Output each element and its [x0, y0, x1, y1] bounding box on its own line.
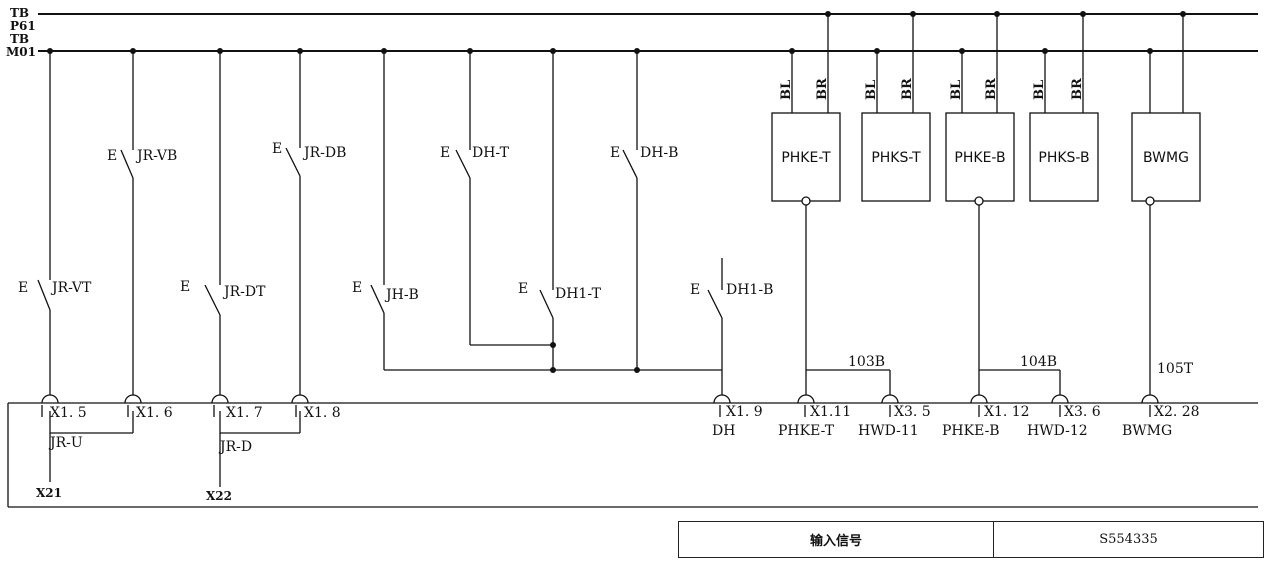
group-label-jr-d: JR-D	[218, 439, 252, 455]
branch-dh1-t	[539, 51, 556, 373]
pin-bl-phke-t: BL	[779, 80, 794, 100]
module-bwmg	[1131, 14, 1201, 395]
terminal-x1-8: X1. 8	[304, 405, 341, 421]
signal-bwmg: BWMG	[1122, 423, 1172, 439]
wire-label-103b: 103B	[848, 354, 885, 370]
module-phks-b	[1029, 14, 1099, 202]
module-phke-t	[771, 14, 841, 395]
bus-label-p61: P61	[10, 19, 36, 33]
switch-e-dh1-t: E	[518, 281, 528, 297]
loop-104b	[979, 369, 1061, 395]
loop-103b	[806, 369, 891, 395]
terminal-x2-28: X2. 28	[1154, 404, 1200, 420]
module-name-bwmg: BWMG	[1143, 150, 1189, 166]
group-label-jr-u: JR-U	[48, 435, 83, 451]
module-name-phke-t: PHKE-T	[781, 150, 831, 166]
branch-jh-b	[370, 51, 722, 371]
signal-hwd-11: HWD-11	[858, 423, 919, 439]
signal-phke-b: PHKE-B	[942, 423, 1000, 439]
switch-e-dh-t: E	[440, 145, 450, 161]
branch-jr-vb	[120, 51, 134, 395]
pin-bl-phks-t: BL	[864, 80, 879, 100]
terminal-arcs	[41, 394, 1159, 404]
module-name-phke-b: PHKE-B	[954, 150, 1005, 166]
module-name-phks-t: PHKS-T	[871, 150, 921, 166]
terminal-x1-5: X1. 5	[50, 405, 87, 421]
pin-br-phke-t: BR	[815, 78, 830, 100]
pin-br-phks-t: BR	[900, 78, 915, 100]
branch-dh-b	[622, 51, 640, 373]
connector-x22: X22	[206, 489, 232, 503]
terminal-x1-11: X1.11	[810, 404, 851, 420]
terminal-x3-6: X3. 6	[1064, 404, 1101, 420]
bus-label-tb1: TB	[10, 6, 29, 20]
switch-label-jr-db: JR-DB	[302, 145, 346, 161]
switch-e-jr-vt: E	[18, 280, 28, 296]
switch-label-dh-b: DH-B	[640, 145, 678, 161]
terminal-ticks	[41, 405, 1151, 417]
group-jr-u	[49, 411, 134, 482]
terminal-x1-9: X1. 9	[726, 404, 763, 420]
branch-jr-dt	[204, 51, 221, 395]
switch-label-dh-t: DH-T	[472, 145, 510, 161]
bus-label-tb2: TB	[10, 32, 29, 46]
switch-label-dh1-b: DH1-B	[726, 282, 773, 298]
terminal-x1-7: X1. 7	[226, 405, 263, 421]
wire-label-105t: 105T	[1157, 361, 1194, 377]
switch-e-dh1-b: E	[690, 282, 700, 298]
branch-dh1-b	[707, 258, 723, 395]
bus-label-m01: M01	[6, 45, 36, 59]
branch-jr-db	[285, 51, 301, 395]
branch-jr-vt	[37, 51, 51, 395]
switch-e-dh-b: E	[610, 145, 620, 161]
module-phke-b	[945, 14, 1015, 395]
pin-br-phke-b: BR	[984, 78, 999, 100]
switch-label-dh1-t: DH1-T	[555, 286, 602, 302]
pin-br-phks-b: BR	[1070, 78, 1085, 100]
pin-bl-phke-b: BL	[949, 80, 964, 100]
terminal-x3-5: X3. 5	[894, 404, 931, 420]
switch-label-jh-b: JH-B	[384, 287, 419, 303]
table-cell-type: 输入信号	[679, 522, 994, 557]
switch-e-jr-vb: E	[107, 148, 117, 164]
module-name-phks-b: PHKS-B	[1038, 150, 1089, 166]
signal-hwd-12: HWD-12	[1027, 423, 1088, 439]
wire-label-104b: 104B	[1020, 354, 1057, 370]
switch-e-jh-b: E	[352, 280, 362, 296]
pin-bl-phks-b: BL	[1032, 80, 1047, 100]
signal-dh: DH	[712, 423, 735, 439]
table-cell-code: S554335	[1099, 532, 1158, 547]
terminal-x1-6: X1. 6	[136, 405, 173, 421]
switch-e-jr-dt: E	[180, 279, 190, 295]
switch-label-jr-vt: JR-VT	[50, 280, 92, 296]
switch-label-jr-vb: JR-VB	[135, 148, 177, 164]
terminal-x1-12: X1. 12	[984, 404, 1030, 420]
signal-phke-t: PHKE-T	[778, 423, 835, 439]
switch-e-jr-db: E	[272, 141, 282, 157]
group-jr-d	[219, 411, 301, 487]
module-phks-t	[861, 14, 931, 202]
switch-label-jr-dt: JR-DT	[222, 284, 266, 300]
connector-x21: X21	[36, 486, 62, 500]
signal-table: 输入信号 S554335	[678, 521, 1264, 558]
branch-dh-t	[455, 51, 553, 346]
